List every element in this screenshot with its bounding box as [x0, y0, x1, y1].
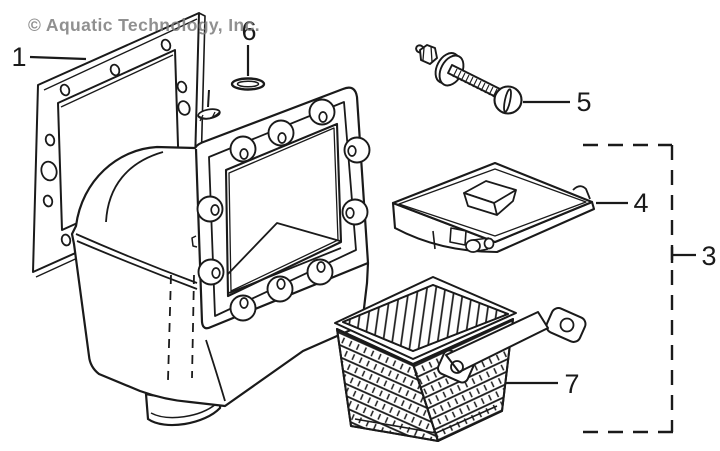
basket-drawing — [334, 276, 587, 442]
lid-drawing — [391, 161, 596, 254]
leader-lines — [29, 45, 696, 385]
skimmer-body-drawing — [70, 86, 371, 408]
gasket-screw-holes — [40, 38, 191, 247]
leader-line-1 — [29, 55, 87, 61]
part-label-3: 3 — [701, 241, 716, 271]
basket-handle — [437, 307, 587, 384]
thread-hatching — [452, 68, 498, 98]
hidden-lines — [167, 274, 195, 381]
part-label-4: 4 — [633, 188, 648, 218]
top-plug-fitting — [197, 89, 221, 122]
part-label-7: 7 — [564, 369, 579, 399]
part-label-6: 6 — [241, 16, 256, 46]
flange-screw-bosses — [196, 98, 371, 322]
assembly-group-bracket — [583, 143, 676, 434]
lid-handle — [463, 180, 517, 216]
part-label-1: 1 — [11, 42, 26, 72]
o-ring-drawing — [230, 77, 266, 91]
bolt-assembly-drawing — [415, 44, 523, 115]
part-label-5: 5 — [576, 87, 591, 117]
